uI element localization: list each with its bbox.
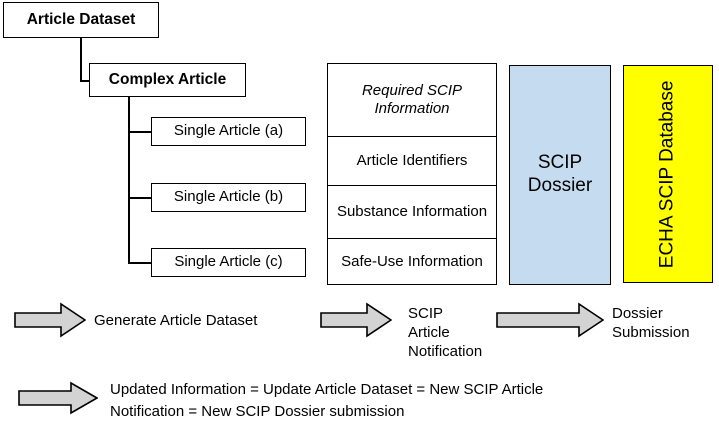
scip-table-row-substance-information: Substance Information xyxy=(328,186,496,240)
right-block-arrow-icon-update xyxy=(18,381,98,415)
required-scip-information-table: Required SCIP Information Article Identi… xyxy=(327,63,497,285)
node-echa-scip-database: ECHA SCIP Database xyxy=(623,65,713,283)
node-single-article-b-label: Single Article (b) xyxy=(173,188,284,206)
scip-table-row-article-identifiers: Article Identifiers xyxy=(328,137,496,187)
connector-dataset-to-complex-vertical xyxy=(80,38,82,82)
right-block-arrow-icon-submission xyxy=(496,302,604,338)
node-single-article-a-label: Single Article (a) xyxy=(173,122,284,140)
scip-table-row-safe-use-information: Safe-Use Information xyxy=(328,239,496,284)
scip-table-row-substance-information-label: Substance Information xyxy=(336,203,488,221)
node-article-dataset: Article Dataset xyxy=(3,2,159,38)
node-single-article-c-label: Single Article (c) xyxy=(174,253,283,271)
node-complex-article: Complex Article xyxy=(89,63,246,97)
connector-branch-single-b xyxy=(128,197,152,199)
flow-label-generate-article-dataset: Generate Article Dataset xyxy=(94,312,258,329)
node-complex-article-label: Complex Article xyxy=(108,71,227,89)
connector-branch-single-a xyxy=(128,131,152,133)
node-single-article-c: Single Article (c) xyxy=(151,248,306,277)
connector-branch-single-c xyxy=(128,262,152,264)
scip-table-header-cell: Required SCIP Information xyxy=(328,64,496,137)
scip-table-row-safe-use-information-label: Safe-Use Information xyxy=(341,252,483,270)
node-single-article-b: Single Article (b) xyxy=(151,183,306,212)
right-block-arrow-icon-generate xyxy=(14,302,86,338)
flow-label-scip-article-notification: SCIP Article Notification xyxy=(408,305,483,361)
node-single-article-a: Single Article (a) xyxy=(151,117,306,146)
connector-complex-trunk xyxy=(128,97,131,264)
flow-label-dossier-submission: Dossier Submission xyxy=(612,305,690,342)
node-article-dataset-label: Article Dataset xyxy=(26,11,136,29)
node-echa-scip-database-label: ECHA SCIP Database xyxy=(656,80,678,268)
connector-dataset-to-complex-horizontal xyxy=(80,80,90,82)
scip-table-row-article-identifiers-label: Article Identifiers xyxy=(356,152,468,170)
scip-table-header-label: Required SCIP Information xyxy=(361,82,463,117)
flow-label-update-note: Updated Information = Update Article Dat… xyxy=(110,381,544,420)
right-block-arrow-icon-notification xyxy=(320,302,392,338)
node-scip-dossier-label: SCIP Dossier xyxy=(527,152,593,196)
node-scip-dossier: SCIP Dossier xyxy=(509,65,611,285)
